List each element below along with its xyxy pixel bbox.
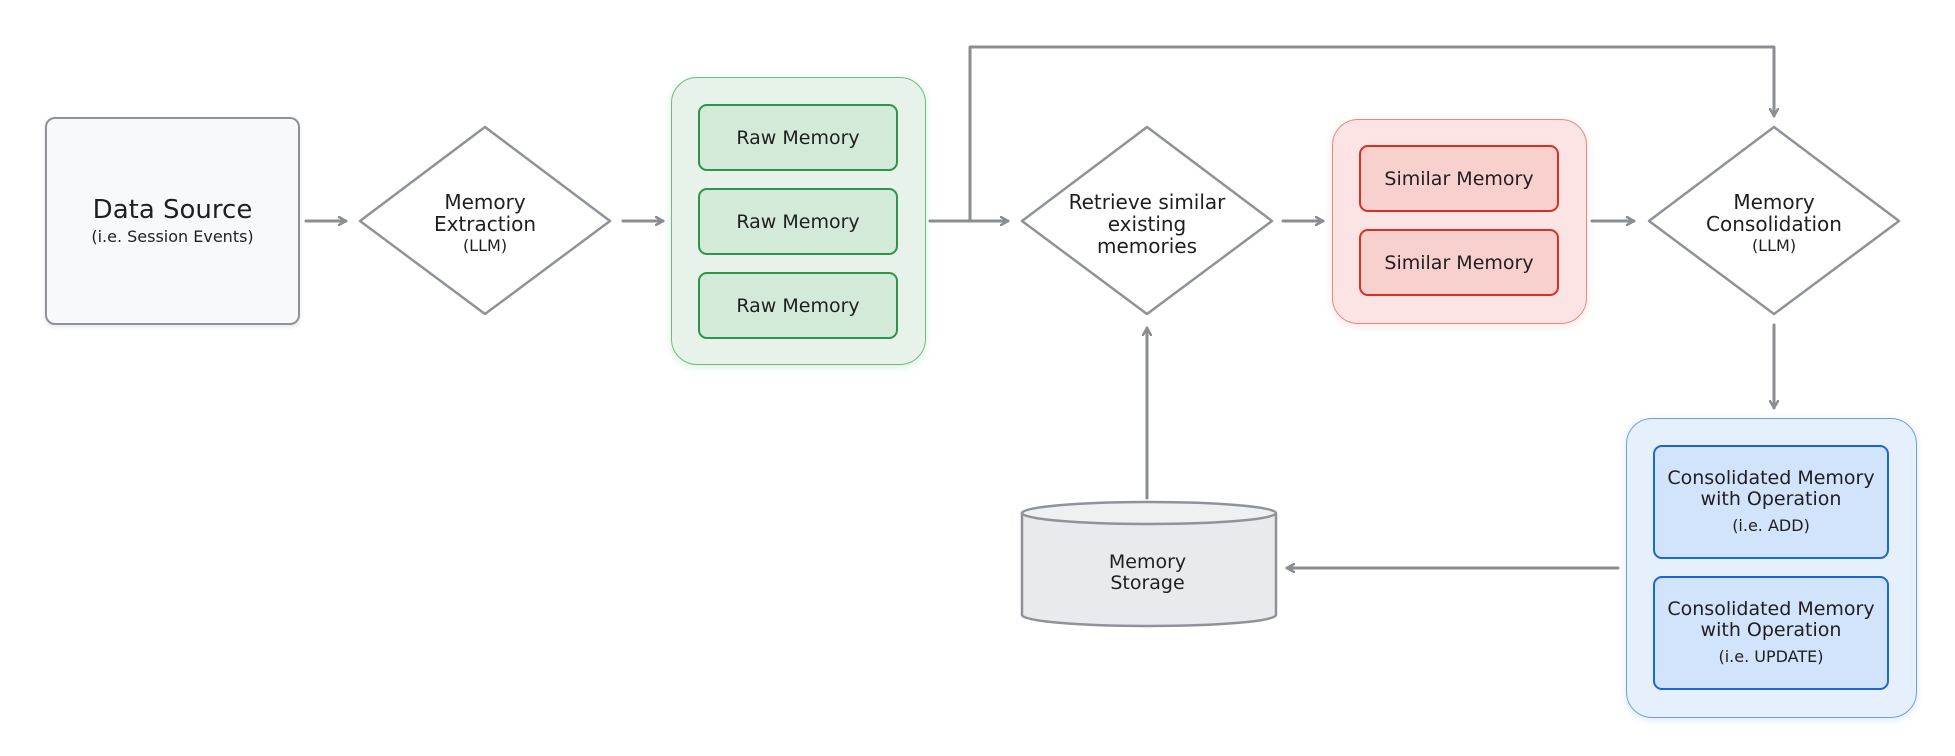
- memory-extraction-diamond: [358, 125, 612, 316]
- memory-consolidation-title-line1: Memory: [1733, 190, 1815, 214]
- memory-consolidation-title-line2: Consolidation: [1706, 212, 1842, 236]
- consolidated-memory-line2: with Operation: [1700, 488, 1842, 510]
- raw-memory-label: Raw Memory: [736, 210, 860, 233]
- consolidated-memory-line1: Consolidated Memory: [1667, 598, 1875, 620]
- memory-extraction-title-line2: Extraction: [433, 212, 537, 236]
- memory-consolidation-diamond: [1647, 125, 1901, 316]
- data-source-title: Data Source: [92, 195, 253, 225]
- arrow-raw-to-consolidation-bypass: [968, 45, 1774, 223]
- memory-extraction-title-line1: Memory: [444, 190, 526, 214]
- memory-consolidation-subtitle: (LLM): [1751, 236, 1797, 255]
- memory-extraction-subtitle: (LLM): [462, 236, 508, 255]
- similar-memory-group: Similar Memory Similar Memory: [1332, 119, 1587, 324]
- raw-memory-label: Raw Memory: [736, 294, 860, 317]
- retrieve-line3: memories: [1096, 234, 1197, 258]
- consolidated-memory-box: Consolidated Memory with Operation (i.e.…: [1653, 445, 1889, 559]
- data-source-subtitle: (i.e. Session Events): [91, 227, 254, 246]
- consolidated-memory-box: Consolidated Memory with Operation (i.e.…: [1653, 576, 1889, 690]
- retrieve-label: Retrieve similar existing memories: [1047, 191, 1247, 257]
- raw-memory-box: Raw Memory: [698, 272, 898, 339]
- similar-memory-box: Similar Memory: [1359, 145, 1559, 212]
- similar-memory-label: Similar Memory: [1384, 167, 1534, 190]
- raw-memory-group: Raw Memory Raw Memory Raw Memory: [671, 77, 926, 365]
- memory-storage-cylinder: [1020, 500, 1278, 628]
- memory-storage-line2: Storage: [1110, 572, 1185, 594]
- consolidated-memory-line1: Consolidated Memory: [1667, 467, 1875, 489]
- memory-extraction-label: Memory Extraction (LLM): [385, 191, 585, 257]
- retrieve-line2: existing: [1107, 212, 1187, 236]
- raw-memory-label: Raw Memory: [736, 126, 860, 149]
- consolidated-memory-group: Consolidated Memory with Operation (i.e.…: [1626, 418, 1917, 718]
- data-source-card: Data Source (i.e. Session Events): [45, 117, 300, 325]
- retrieve-line1: Retrieve similar: [1068, 190, 1226, 214]
- consolidated-memory-operation: (i.e. ADD): [1732, 516, 1810, 535]
- consolidated-memory-operation: (i.e. UPDATE): [1718, 647, 1824, 666]
- raw-memory-box: Raw Memory: [698, 188, 898, 255]
- raw-memory-box: Raw Memory: [698, 104, 898, 171]
- memory-storage-label: Memory Storage: [1020, 552, 1275, 594]
- similar-memory-label: Similar Memory: [1384, 251, 1534, 274]
- memory-storage-line1: Memory: [1108, 551, 1187, 573]
- memory-consolidation-label: Memory Consolidation (LLM): [1674, 191, 1874, 257]
- retrieve-diamond: [1020, 125, 1274, 316]
- similar-memory-box: Similar Memory: [1359, 229, 1559, 296]
- consolidated-memory-line2: with Operation: [1700, 619, 1842, 641]
